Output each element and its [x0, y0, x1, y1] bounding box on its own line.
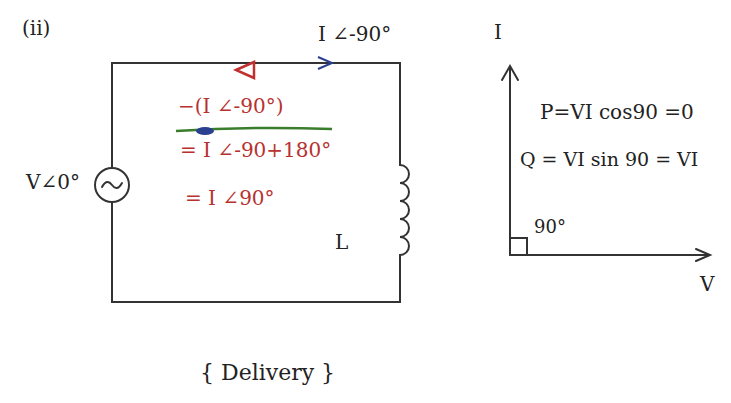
scribble	[196, 127, 214, 135]
inductor-symbol	[400, 165, 409, 255]
ac-source-symbol	[95, 168, 129, 202]
working-note: = I ∠-90+180°	[180, 138, 331, 162]
ac-tilde	[102, 182, 122, 188]
working-note: = I ∠90°	[185, 186, 275, 210]
arrowhead	[696, 249, 710, 261]
arrowhead	[502, 66, 518, 80]
source-label: V∠0°	[26, 170, 80, 194]
angle-label: 90°	[534, 216, 566, 238]
current-label: I ∠-90°	[318, 22, 391, 46]
formula: Q = VI sin 90 = VI	[520, 148, 698, 171]
inductor-label: L	[335, 230, 348, 254]
wire	[112, 202, 400, 302]
part-number: (ii)	[22, 16, 50, 40]
wire	[112, 63, 400, 168]
current-axis	[509, 68, 511, 255]
caption-note: { Delivery }	[200, 360, 335, 386]
working-note: −(I ∠-90°)	[178, 94, 284, 118]
current-direction-arrow	[236, 62, 254, 78]
current-arrowhead	[318, 57, 332, 69]
axis-label: V	[700, 272, 714, 296]
voltage-axis	[510, 254, 708, 256]
axis-label: I	[494, 20, 502, 44]
right-angle-mark	[510, 238, 527, 255]
formula: P=VI cos90 =0	[540, 100, 694, 124]
